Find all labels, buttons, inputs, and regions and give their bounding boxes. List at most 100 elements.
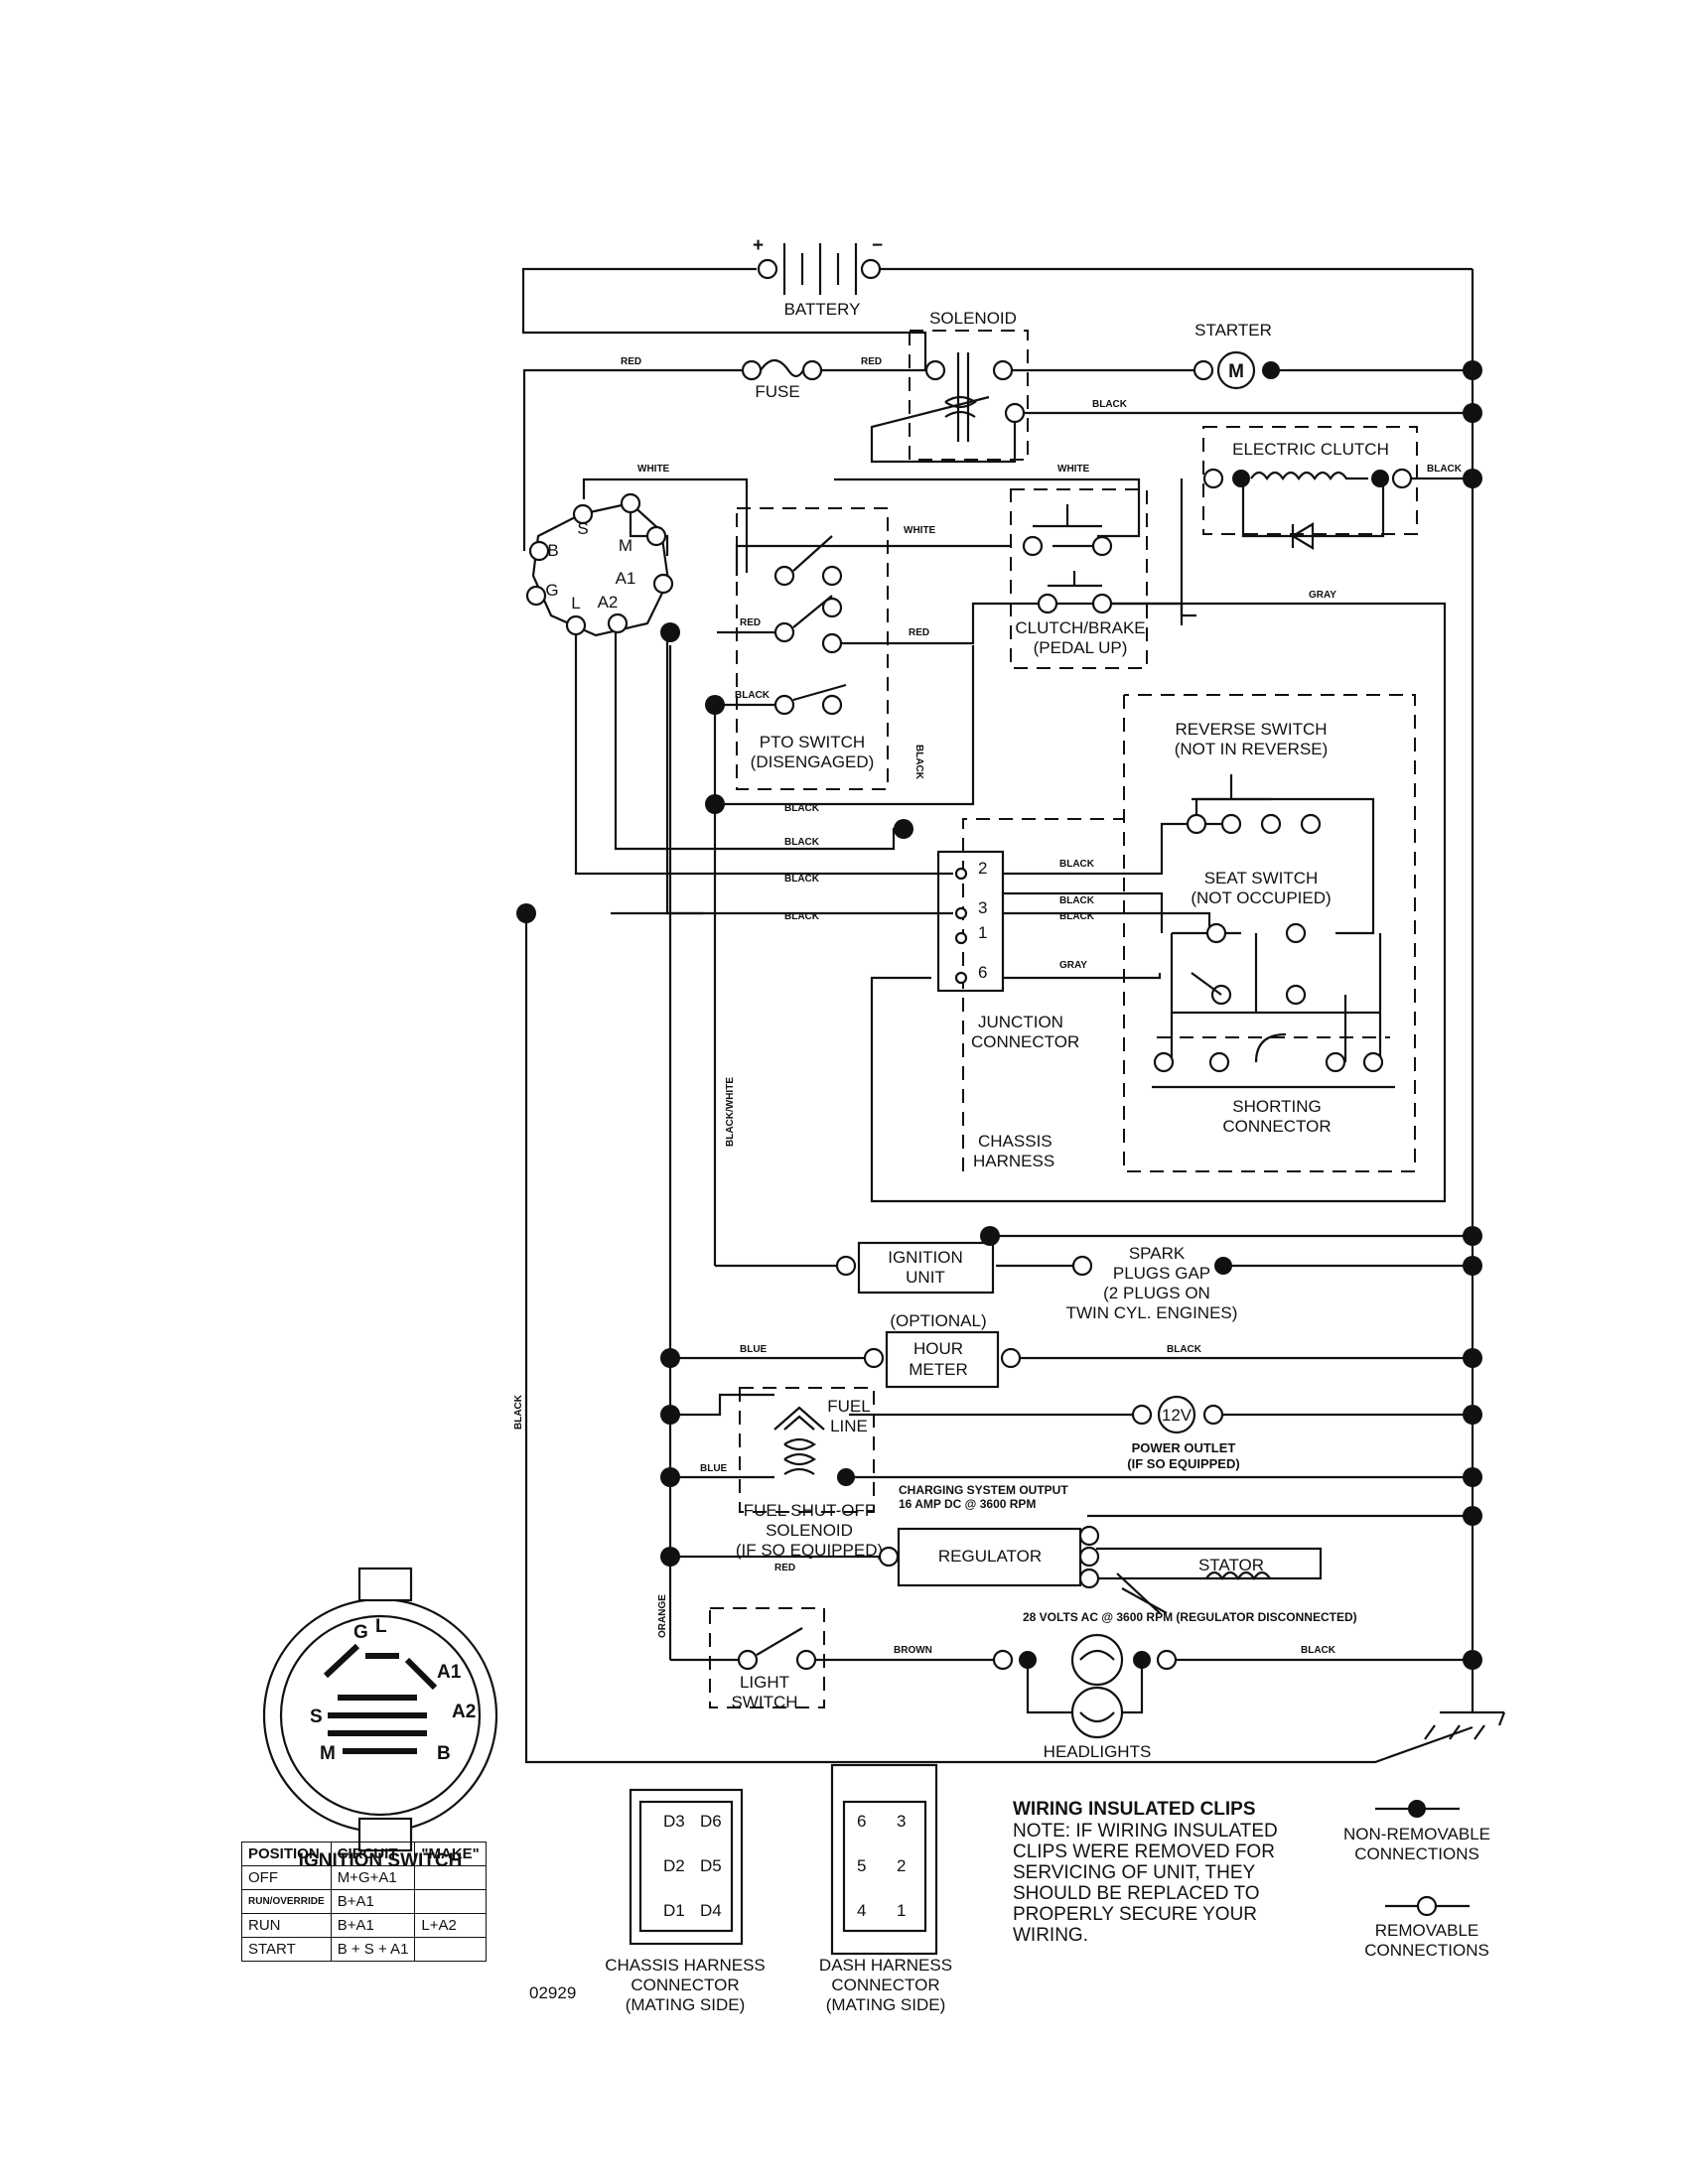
pto-switch-state: (DISENGAGED) bbox=[751, 752, 875, 771]
fuse: FUSE bbox=[741, 358, 823, 401]
clutch-brake-state: (PEDAL UP) bbox=[1034, 638, 1128, 657]
wire-label: BLACK bbox=[1059, 911, 1095, 922]
table-row: RUN B+A1 L+A2 bbox=[241, 1913, 487, 1938]
spark-plugs: SPARK PLUGS GAP (2 PLUGS ON TWIN CYL. EN… bbox=[1066, 1244, 1238, 1322]
dash-caption-1: DASH HARNESS bbox=[819, 1956, 952, 1975]
pto-switch-title: PTO SWITCH bbox=[760, 733, 865, 751]
spark-line-1: SPARK bbox=[1129, 1244, 1186, 1263]
wire-label: ORANGE bbox=[657, 1594, 668, 1638]
power-outlet: 12V POWER OUTLET (IF SO EQUIPPED) bbox=[1127, 1395, 1240, 1471]
seat-switch-title: SEAT SWITCH bbox=[1204, 869, 1319, 887]
wire-label: BLUE bbox=[740, 1344, 768, 1355]
junction-dots bbox=[516, 360, 1482, 1670]
stator-note: 28 VOLTS AC @ 3600 RPM (REGULATOR DISCON… bbox=[1023, 1610, 1357, 1624]
chassis-pin: D2 bbox=[663, 1856, 685, 1875]
wire-label: RED bbox=[740, 617, 761, 628]
spark-line-3: (2 PLUGS ON bbox=[1103, 1284, 1210, 1302]
reverse-switch-title: REVERSE SWITCH bbox=[1175, 720, 1327, 739]
hour-meter: (OPTIONAL) HOUR METER bbox=[863, 1311, 1022, 1389]
chassis-caption-2: CONNECTOR bbox=[631, 1976, 739, 1994]
terminal-a1: A1 bbox=[616, 569, 636, 588]
wire-label: BLACK bbox=[1059, 859, 1095, 870]
starter: STARTER M bbox=[1193, 321, 1280, 390]
clutch-brake-title: CLUTCH/BRAKE bbox=[1015, 618, 1145, 637]
fuel-shutoff-subtitle: SOLENOID bbox=[766, 1521, 853, 1540]
ignition-switch-face: G L A1 A2 S M B IGNITION SWITCH bbox=[262, 1567, 498, 1871]
pin-3: 3 bbox=[978, 898, 987, 917]
dash-pin: 5 bbox=[857, 1856, 866, 1875]
note-line: WIRING. bbox=[1013, 1925, 1088, 1946]
wire-label: BLACK bbox=[1301, 1645, 1336, 1656]
make-cell bbox=[414, 1889, 487, 1914]
chassis-pin: D5 bbox=[700, 1856, 722, 1875]
shorting-connector-title: SHORTING bbox=[1232, 1097, 1321, 1116]
light-switch-subtitle: SWITCH bbox=[731, 1693, 797, 1711]
wire-label: BLACK bbox=[1092, 399, 1128, 410]
wire-label: BLACK bbox=[1167, 1344, 1202, 1355]
pto-switch: PTO SWITCH (DISENGAGED) bbox=[751, 535, 875, 771]
dash-harness-connector: 6 3 5 2 4 1 DASH HARNESS CONNECTOR (MATI… bbox=[819, 1763, 952, 2014]
wire-label: WHITE bbox=[1057, 464, 1090, 475]
wire-label: RED bbox=[621, 356, 641, 367]
fuel-line-title: FUEL bbox=[827, 1397, 870, 1416]
table-row: OFF M+G+A1 bbox=[241, 1865, 487, 1890]
shorting-connector: SHORTING CONNECTOR bbox=[1152, 1032, 1395, 1136]
dash-pin: 2 bbox=[897, 1856, 906, 1875]
table-row: RUN/OVERRIDE B+A1 bbox=[241, 1889, 487, 1914]
regulator-label: REGULATOR bbox=[938, 1547, 1042, 1566]
wire-label: BLACK bbox=[784, 874, 820, 885]
legend-non-removable-1: NON-REMOVABLE bbox=[1343, 1825, 1490, 1843]
fuel-shutoff-note: (IF SO EQUIPPED) bbox=[736, 1541, 883, 1560]
note-line: NOTE: IF WIRING INSULATED bbox=[1013, 1821, 1278, 1842]
face-g: G bbox=[353, 1622, 368, 1643]
headlights: HEADLIGHTS bbox=[992, 1633, 1178, 1761]
wire-label: RED bbox=[861, 356, 882, 367]
dash-pin: 1 bbox=[897, 1901, 906, 1920]
wiring-lines bbox=[521, 267, 1506, 1764]
position-cell: START bbox=[241, 1937, 332, 1962]
fuel-line-subtitle: LINE bbox=[830, 1417, 868, 1435]
fuel-shutoff-solenoid: FUEL LINE FUEL SHUT-OFF SOLENOID (IF SO … bbox=[736, 1397, 883, 1560]
hour-meter-optional: (OPTIONAL) bbox=[890, 1311, 986, 1330]
dash-pin: 3 bbox=[897, 1812, 906, 1831]
junction-connector: 2 3 1 6 JUNCTION CONNECTOR CHASSIS HARNE… bbox=[936, 850, 1079, 1170]
dashed-enclosures bbox=[709, 330, 1418, 1708]
face-b: B bbox=[437, 1743, 451, 1764]
regulator: CHARGING SYSTEM OUTPUT 16 AMP DC @ 3600 … bbox=[878, 1483, 1100, 1589]
ignition-unit-title: IGNITION bbox=[888, 1248, 963, 1267]
spark-line-4: TWIN CYL. ENGINES) bbox=[1066, 1303, 1238, 1322]
hour-meter-subtitle: METER bbox=[909, 1360, 968, 1379]
electric-clutch: ELECTRIC CLUTCH bbox=[1202, 440, 1413, 550]
legend-non-removable-2: CONNECTIONS bbox=[1354, 1844, 1479, 1863]
wire-label: BLACK bbox=[1059, 895, 1095, 906]
terminal-g: G bbox=[545, 581, 558, 600]
circuit-cell: B+A1 bbox=[330, 1913, 416, 1938]
wiring-note: WIRING INSULATED CLIPS NOTE: IF WIRING I… bbox=[1013, 1799, 1278, 1946]
chassis-pin: D3 bbox=[663, 1812, 685, 1831]
reverse-switch-state: (NOT IN REVERSE) bbox=[1175, 740, 1329, 758]
wire-label: BLACK bbox=[784, 911, 820, 922]
face-a1: A1 bbox=[437, 1662, 462, 1683]
charging-output-subtitle: 16 AMP DC @ 3600 RPM bbox=[899, 1497, 1036, 1511]
battery: + − BATTERY bbox=[753, 235, 883, 319]
face-a2: A2 bbox=[452, 1702, 476, 1722]
ignition-switch-table: POSITION CIRCUIT "MAKE" OFF M+G+A1 RUN/O… bbox=[241, 1842, 487, 1962]
header-make: "MAKE" bbox=[414, 1842, 487, 1866]
wire-label: RED bbox=[774, 1563, 795, 1573]
table-header-row: POSITION CIRCUIT "MAKE" bbox=[241, 1842, 487, 1866]
terminal-a2: A2 bbox=[598, 593, 619, 612]
seat-switch: SEAT SWITCH (NOT OCCUPIED) bbox=[1170, 869, 1382, 1062]
dash-pin: 6 bbox=[857, 1812, 866, 1831]
note-line: CLIPS WERE REMOVED FOR bbox=[1013, 1842, 1275, 1862]
dash-pin: 4 bbox=[857, 1901, 866, 1920]
solenoid-label: SOLENOID bbox=[929, 309, 1017, 328]
face-s: S bbox=[310, 1706, 323, 1727]
header-position: POSITION bbox=[241, 1842, 332, 1866]
legend-removable-2: CONNECTIONS bbox=[1364, 1941, 1489, 1960]
stator-label: STATOR bbox=[1198, 1556, 1264, 1574]
starter-label: STARTER bbox=[1194, 321, 1272, 340]
battery-minus: − bbox=[872, 235, 883, 256]
hour-meter-title: HOUR bbox=[913, 1339, 963, 1358]
junction-title: JUNCTION bbox=[978, 1013, 1063, 1031]
legend-removable-1: REMOVABLE bbox=[1375, 1921, 1479, 1940]
